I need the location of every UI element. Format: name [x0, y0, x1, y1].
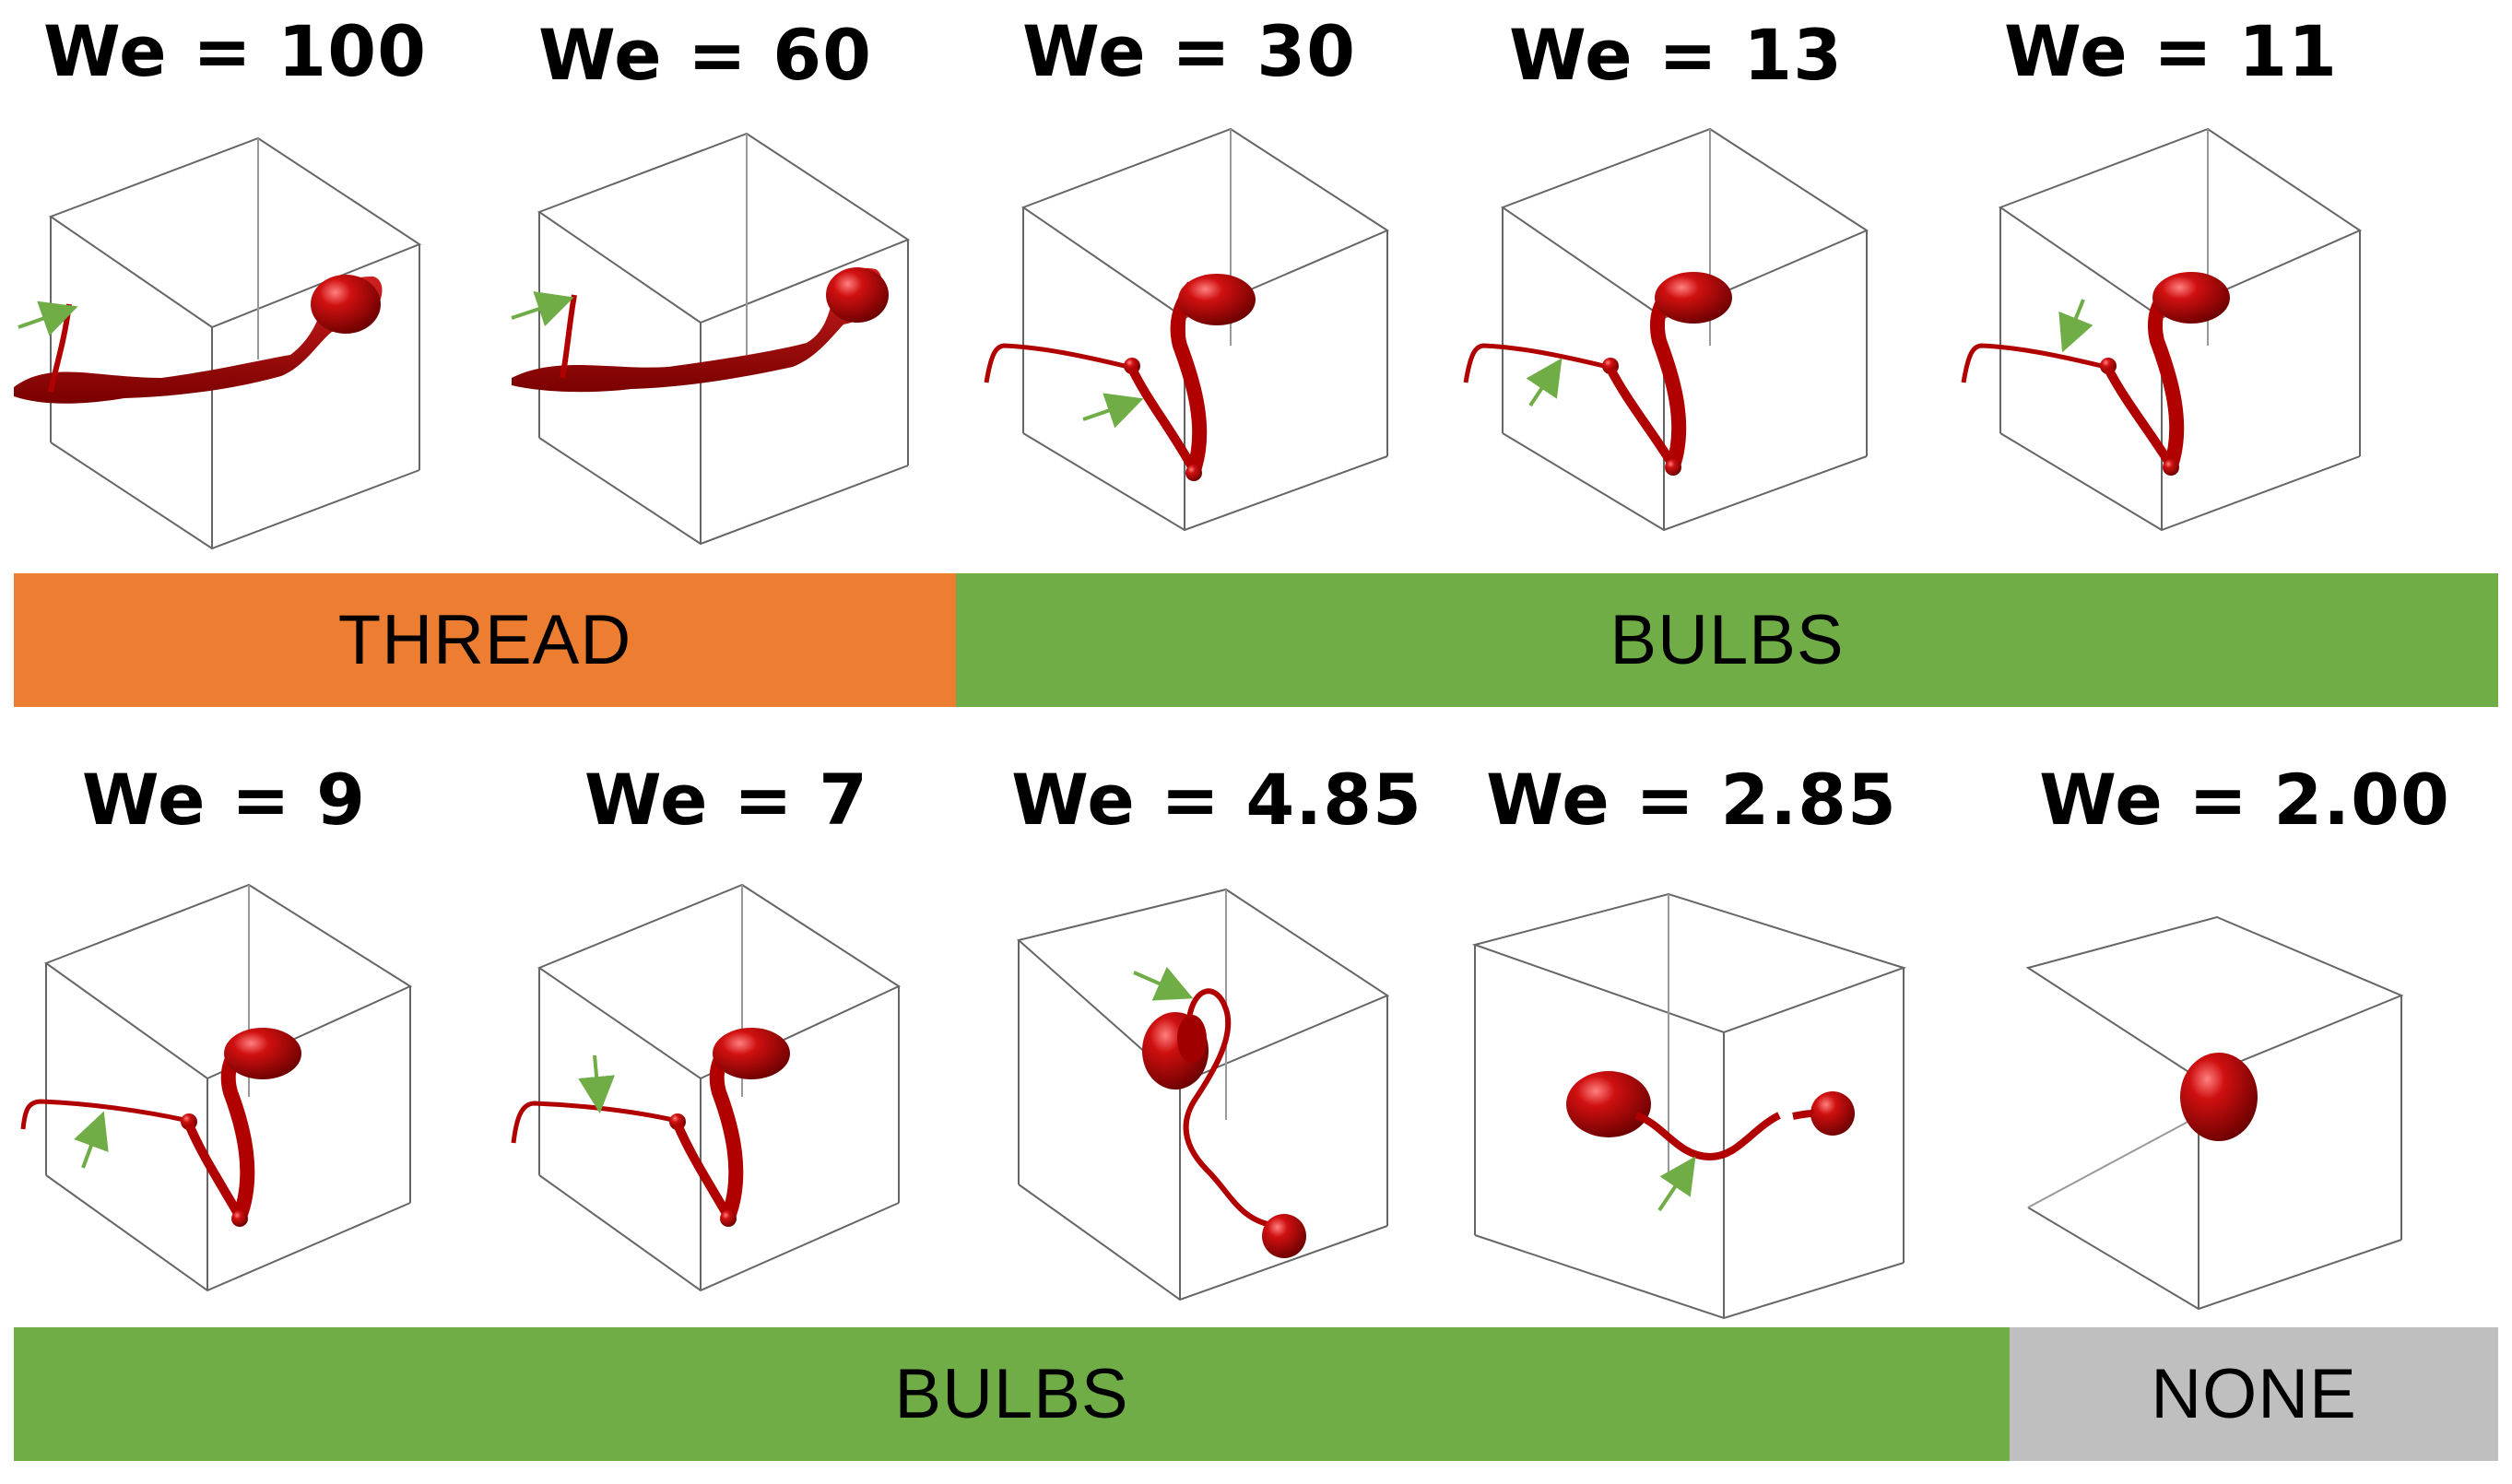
arrow-indicator [1133, 966, 1194, 1001]
regime-band-bulbs-row1: BULBS [956, 573, 2498, 707]
panel-label-we-11: We = 11 [2003, 10, 2339, 92]
panel-we-4-85 [1009, 880, 1443, 1304]
cube-wireframe [1998, 127, 2363, 532]
panel-we-9 [14, 880, 447, 1304]
droplet-bulbs [511, 1028, 790, 1227]
droplet-thread [14, 275, 383, 404]
droplet-bulbs [1961, 272, 2230, 476]
panel-label-we-100: We = 100 [43, 10, 427, 92]
arrow-indicator [18, 300, 78, 336]
panel-we-2-00 [2014, 913, 2438, 1318]
droplet-bulbs [20, 1028, 301, 1227]
regime-band-thread: THREAD [14, 573, 956, 707]
panel-label-we-4-85: We = 4.85 [1011, 759, 1422, 841]
cube-wireframe [1016, 888, 1390, 1301]
droplet-sphere [2180, 1053, 2258, 1141]
cube-wireframe [537, 132, 911, 546]
droplet-bulbs [1142, 988, 1306, 1258]
arrow-indicator [74, 1111, 109, 1169]
arrow-indicator [2058, 299, 2093, 353]
droplet-bulbs [984, 274, 1256, 481]
panel-we-11 [1950, 124, 2383, 548]
panel-label-we-13: We = 13 [1508, 14, 1844, 96]
arrow-indicator [1082, 393, 1144, 429]
panel-we-30 [968, 124, 1401, 548]
panel-label-we-9: We = 9 [81, 759, 367, 841]
arrow-indicator [1657, 1156, 1696, 1212]
arrow-indicator [578, 1054, 616, 1113]
panel-we-100 [14, 129, 447, 553]
panel-label-we-2-00: We = 2.00 [2039, 759, 2450, 841]
arrow-indicator [1526, 358, 1563, 407]
panel-label-we-30: We = 30 [1021, 10, 1357, 92]
regime-band-none: NONE [2010, 1327, 2498, 1461]
panel-we-60 [511, 129, 945, 553]
cube-wireframe [48, 136, 422, 550]
panel-we-13 [1452, 124, 1885, 548]
cube-wireframe [1500, 127, 1869, 532]
cube-wireframe [1471, 892, 1907, 1320]
regime-band-bulbs-row2: BULBS [14, 1327, 2010, 1461]
panel-label-we-7: We = 7 [584, 759, 869, 841]
panel-we-2-85 [1470, 889, 1922, 1332]
cube-wireframe [43, 883, 413, 1292]
panel-we-7 [502, 880, 936, 1304]
arrow-indicator [511, 291, 574, 327]
droplet-bulbs [1566, 1071, 1855, 1161]
panel-label-we-2-85: We = 2.85 [1486, 759, 1897, 841]
cube-wireframe [1020, 127, 1390, 532]
droplet-bulbs [1463, 272, 1732, 476]
panel-label-we-60: We = 60 [537, 14, 873, 96]
